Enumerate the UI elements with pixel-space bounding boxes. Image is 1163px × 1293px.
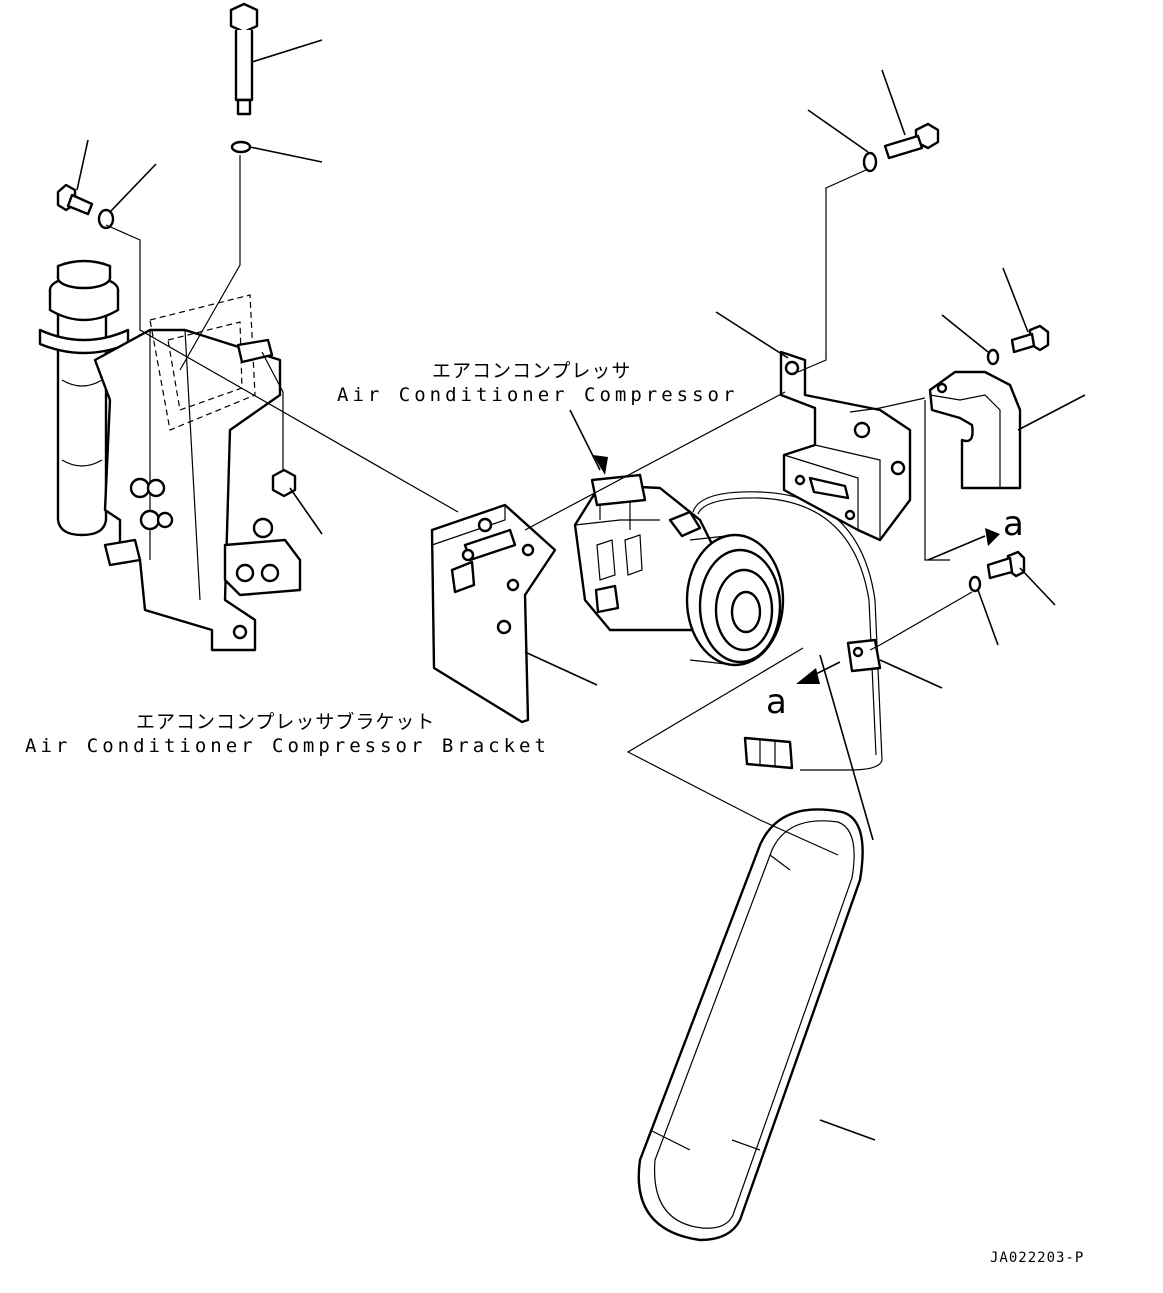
- harness-clamp: [846, 638, 882, 673]
- washer: [862, 151, 878, 173]
- compressor-label-en: Air Conditioner Compressor: [337, 384, 738, 406]
- wiring-harness: [692, 491, 883, 771]
- washer: [230, 140, 252, 154]
- leader-lines: [76, 39, 1086, 1141]
- bolt-upper-right: [883, 122, 940, 160]
- belt-guard-cover: [928, 370, 1022, 490]
- ref-arrow-lower: [796, 661, 841, 684]
- ref-label-a-upper: a: [1003, 504, 1024, 544]
- bolt-lower-right: [986, 550, 1026, 580]
- bracket-label-jp: エアコンコンプレッサブラケット: [136, 710, 435, 733]
- compressor-label-jp: エアコンコンプレッサ: [432, 360, 631, 382]
- air-conditioner-compressor: [573, 473, 785, 667]
- long-bolt: [229, 2, 259, 116]
- harness-connector: [743, 736, 794, 770]
- compressor-label-arrow: [593, 455, 608, 475]
- bolt-right: [1010, 324, 1050, 354]
- engine-frame-assembly: [38, 259, 302, 652]
- bracket-label-en: Air Conditioner Compressor Bracket: [25, 735, 550, 757]
- drawing-code: JA022203-P: [990, 1250, 1084, 1266]
- washer: [986, 348, 1000, 366]
- washer: [968, 575, 982, 593]
- v-belt: [637, 808, 864, 1242]
- hex-nut: [271, 468, 297, 498]
- washer: [97, 208, 115, 230]
- ref-arrow-upper: [927, 528, 1000, 561]
- bolt-left: [56, 183, 94, 216]
- upper-bracket: [779, 350, 912, 542]
- compressor-bracket: [430, 503, 557, 724]
- ref-label-a-lower: a: [766, 682, 787, 722]
